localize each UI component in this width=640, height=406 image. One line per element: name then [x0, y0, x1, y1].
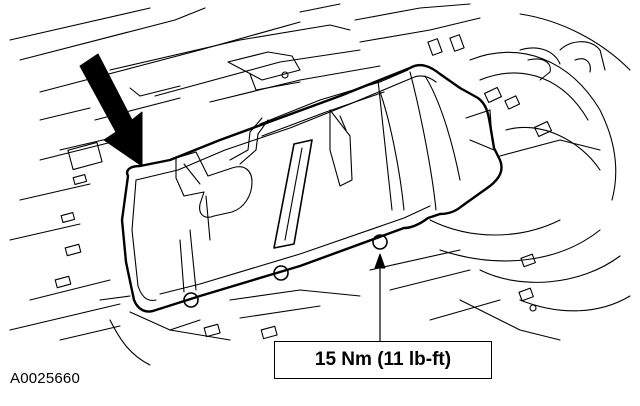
splash-shield [120, 63, 503, 313]
bolt-head [372, 234, 388, 250]
bolt-heads [183, 234, 388, 308]
bolt-head [273, 265, 289, 281]
underbody-structure [9, 3, 631, 366]
thin-leader-arrow-icon [374, 253, 386, 342]
bolt-head [183, 292, 199, 308]
figure-id: A0025660 [10, 370, 81, 387]
heavy-black-arrow-icon [79, 53, 143, 167]
torque-spec-callout: 15 Nm (11 lb-ft) [274, 341, 492, 379]
